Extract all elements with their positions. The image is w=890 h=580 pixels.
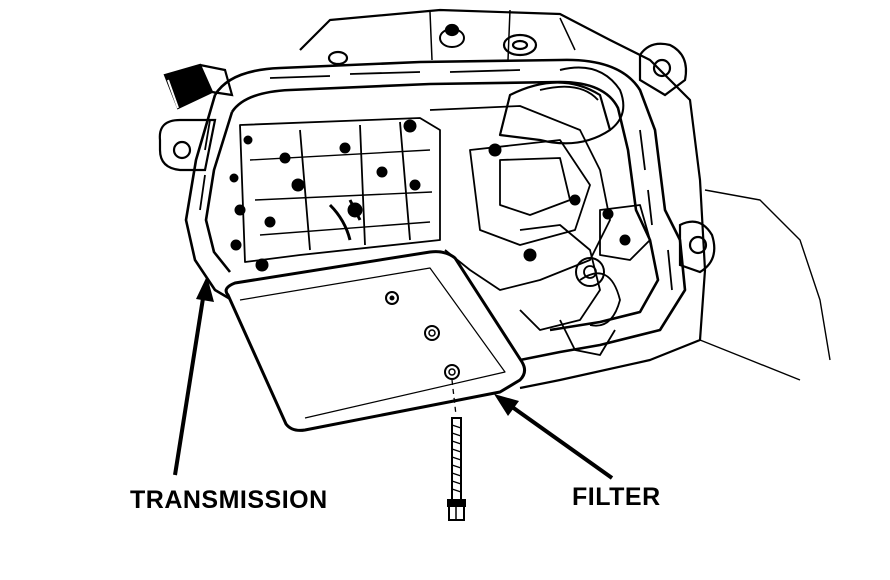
transmission-label: TRANSMISSION <box>130 486 328 514</box>
transmission-arrow <box>173 276 214 476</box>
bolt-guide-line <box>451 379 457 416</box>
gasket-frame <box>184 58 687 362</box>
filter-arrow <box>494 394 614 480</box>
flange-ears <box>158 42 716 274</box>
bolt-heads <box>229 119 631 272</box>
valve-body <box>239 66 651 356</box>
filter-label: FILTER <box>572 483 661 511</box>
filter-tray <box>224 250 527 432</box>
filter-bolt <box>447 417 466 521</box>
transmission-housing <box>299 8 831 390</box>
